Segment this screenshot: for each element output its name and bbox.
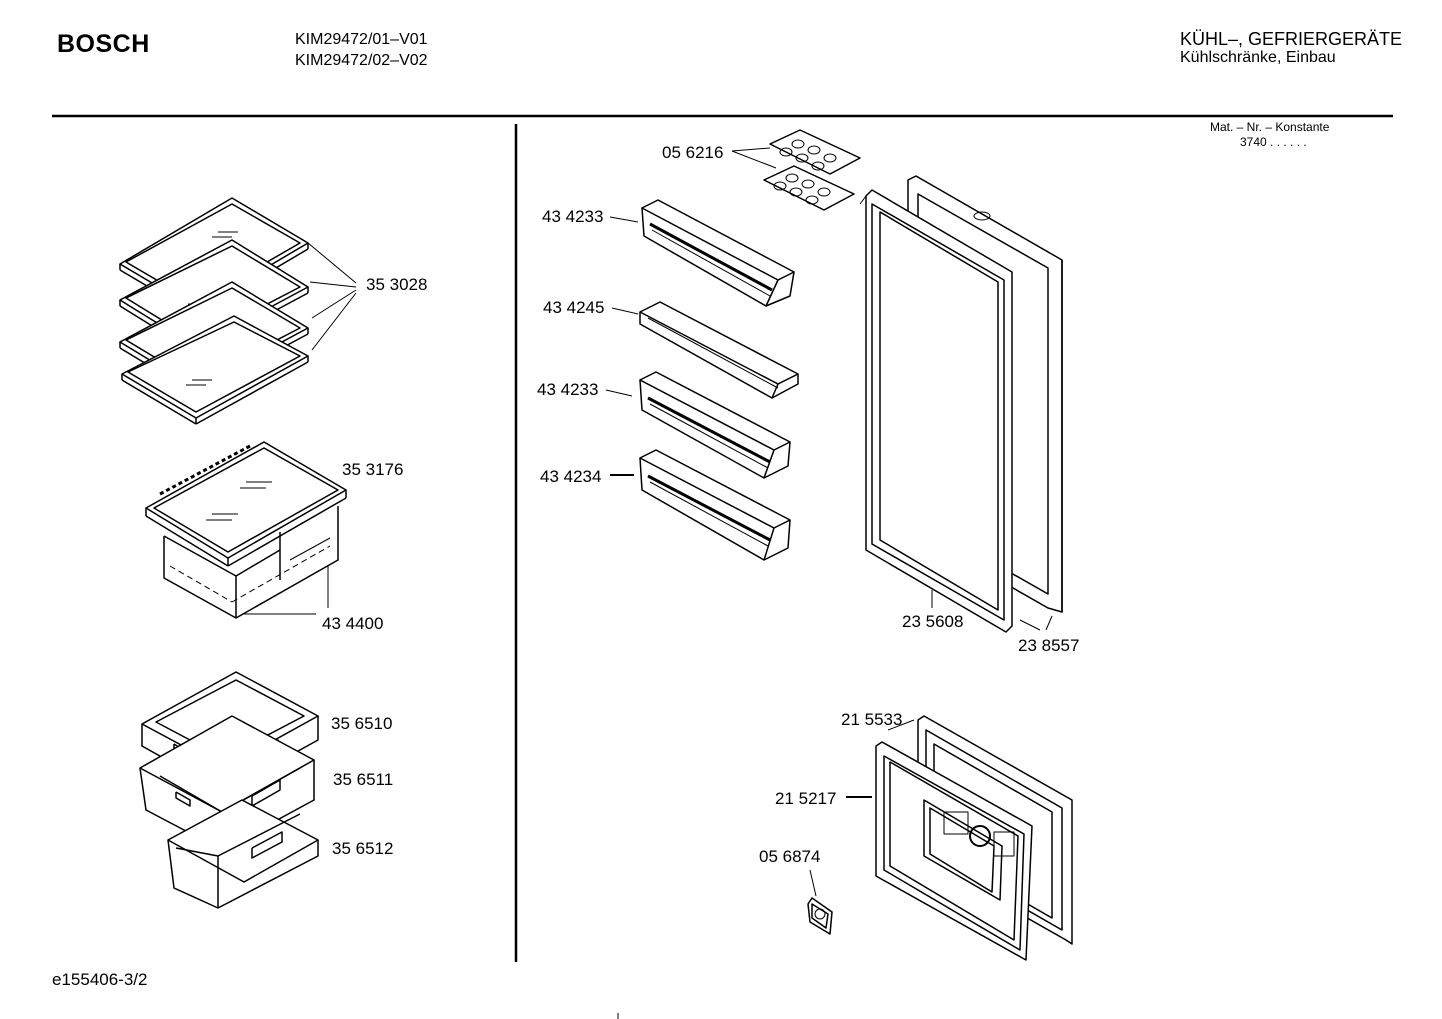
glass-shelf [121,315,309,425]
model-number-1: KIM29472/01–V01 [295,31,428,48]
part-label-356510: 35 6510 [331,714,392,733]
document-id: e155406-3/2 [52,970,148,989]
part-label-356511: 35 6511 [333,770,393,789]
door-shelf-434234 [610,449,791,561]
model-number-2: KIM29472/02–V02 [295,52,428,69]
door-shelf-434233-mid [605,371,791,479]
door-shelf-434233-top [609,199,795,307]
part-label-434233-top: 43 4233 [542,207,603,226]
freezer-door-gasket [875,741,1033,961]
egg-trays [731,129,861,211]
material-value: 3740 . . . . . . [1240,135,1307,149]
part-label-056216: 05 6216 [662,143,723,162]
crisper-shelf [145,441,347,619]
part-label-353028: 35 3028 [366,275,427,294]
part-label-056874: 05 6874 [759,847,820,866]
part-label-356512: 35 6512 [332,839,393,858]
subcategory-title: Kühlschränke, Einbau [1180,49,1336,66]
door-shelf-434245 [611,301,799,399]
part-label-434400: 43 4400 [322,614,383,633]
door-gasket [859,189,1013,633]
drawer-356512 [167,799,319,909]
part-label-434233-mid: 43 4233 [537,380,598,399]
category-title: KÜHL–, GEFRIERGERÄTE [1180,29,1403,49]
thermostat-knob [807,869,833,935]
part-label-235608: 23 5608 [902,612,963,631]
material-label: Mat. – Nr. – Konstante [1210,120,1330,134]
part-label-434245: 43 4245 [543,298,604,317]
glass-shelves [119,197,357,425]
part-label-215533: 21 5533 [841,710,902,729]
part-label-434234: 43 4234 [540,467,601,486]
brand-logo: BOSCH [57,30,150,58]
part-label-353176: 35 3176 [342,460,403,479]
part-label-238557: 23 8557 [1018,636,1079,655]
part-label-215217: 21 5217 [775,789,836,808]
